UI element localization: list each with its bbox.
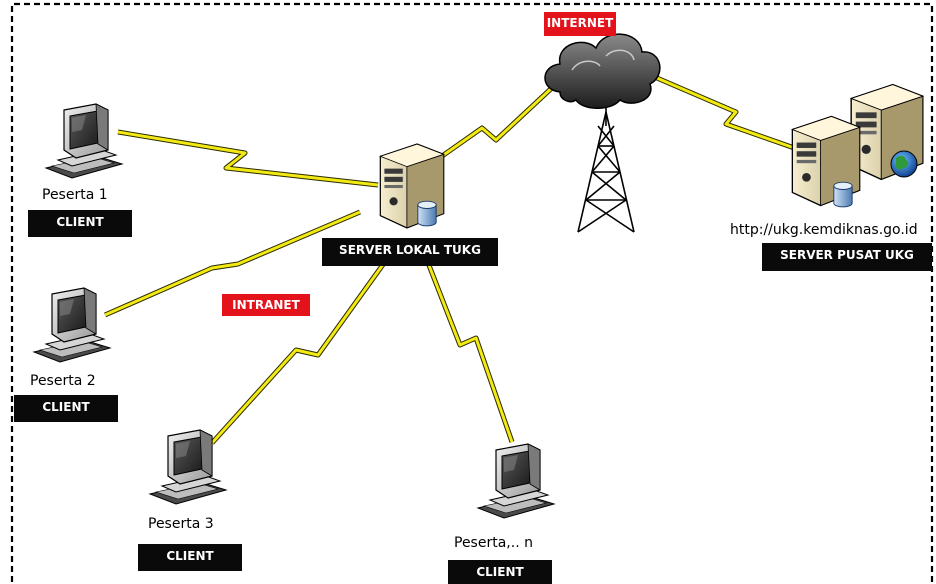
internet-label: INTERNET bbox=[544, 12, 616, 36]
client-name-1: Peserta 1 bbox=[42, 187, 108, 203]
link-peserta1-server bbox=[117, 129, 379, 188]
client-name-n: Peserta,.. n bbox=[454, 535, 533, 551]
radio-tower-icon bbox=[577, 104, 635, 233]
client-tag-n: CLIENT bbox=[448, 560, 552, 584]
client-tag-1: CLIENT bbox=[28, 210, 132, 237]
client-computer-icon-1 bbox=[45, 103, 123, 179]
client-computer-icon-2 bbox=[33, 287, 111, 363]
link-internet-pusat bbox=[649, 72, 801, 153]
client-tag-2: CLIENT bbox=[14, 395, 118, 422]
link-peserta2-server bbox=[103, 209, 361, 318]
server-pusat-url: http://ukg.kemdiknas.go.id bbox=[730, 222, 918, 238]
client-tag-3: CLIENT bbox=[138, 544, 242, 571]
link-peserta3-server bbox=[210, 250, 395, 445]
link-pesertan-server bbox=[422, 254, 515, 443]
link-server-internet bbox=[406, 83, 557, 183]
intranet-label: INTRANET bbox=[222, 294, 310, 316]
client-name-3: Peserta 3 bbox=[148, 516, 214, 532]
server-lokal-label: SERVER LOKAL TUKG bbox=[322, 238, 498, 266]
server-tower-icon bbox=[379, 143, 445, 229]
server-pusat-label: SERVER PUSAT UKG bbox=[762, 243, 932, 271]
cloud-icon bbox=[544, 33, 661, 109]
server-pair-icon bbox=[791, 83, 924, 208]
client-name-2: Peserta 2 bbox=[30, 373, 96, 389]
client-computer-icon-n bbox=[477, 443, 555, 519]
